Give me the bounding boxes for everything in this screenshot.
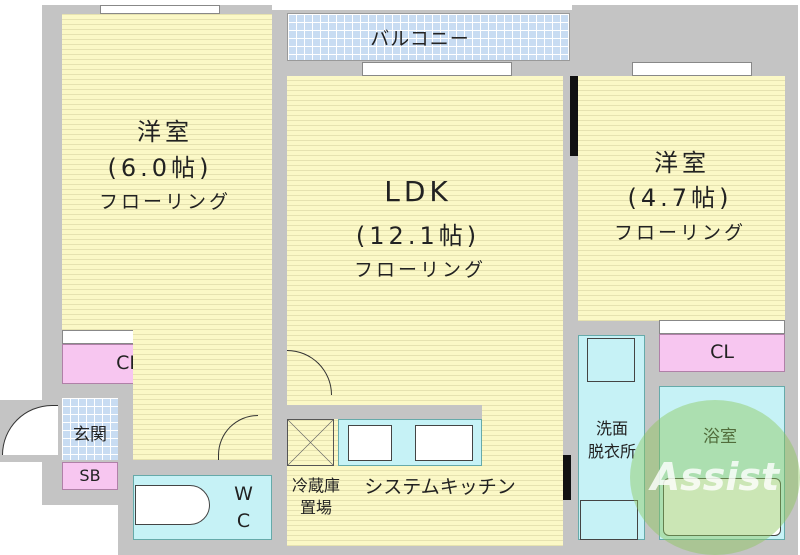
kitchen-label: システムキッチン [364, 476, 516, 498]
kitchen-wall [272, 405, 482, 419]
washroom-label-1: 洗面 [595, 419, 629, 438]
hallway [133, 330, 272, 460]
exterior-cutout [0, 505, 118, 555]
closet-label: CL [710, 341, 734, 363]
assist-logo-text: Assist [650, 455, 780, 499]
balcony-label: バルコニー [370, 28, 470, 50]
room-size: (4.7帖) [627, 184, 733, 212]
hallway-upper [210, 300, 272, 340]
stove-icon [348, 425, 392, 461]
entrance-label: 玄関 [73, 425, 107, 445]
shoe-box-label: SB [79, 466, 101, 485]
ldk-name: LDK [384, 175, 452, 208]
window-right-room[interactable] [632, 62, 752, 76]
window-ldk[interactable] [362, 62, 512, 76]
entrance [62, 398, 118, 460]
closet-right [659, 334, 785, 372]
closet-door[interactable] [659, 320, 785, 334]
toilet-label-w: W [234, 483, 256, 505]
exterior-top [272, 0, 572, 10]
fridge-space [287, 419, 334, 466]
sliding-door-black[interactable] [570, 76, 578, 156]
washroom [578, 335, 645, 540]
ldk-size: (12.1帖) [355, 222, 481, 250]
washing-machine-icon [587, 338, 635, 382]
room-size: (6.0帖) [107, 154, 213, 182]
sink-icon [415, 425, 473, 461]
ldk-floor: フローリング [353, 259, 487, 281]
window-left-room [100, 5, 220, 14]
shoe-box [62, 462, 118, 490]
ldk [287, 76, 563, 546]
western-room-right [578, 76, 785, 321]
room-name: 洋室 [654, 149, 710, 177]
assist-logo [630, 400, 800, 555]
fridge-label-2: 置場 [299, 498, 333, 517]
western-room-left [62, 14, 272, 330]
room-floor: フローリング [613, 222, 747, 244]
washbasin-icon [580, 500, 638, 540]
fridge-label-1: 冷蔵庫 [291, 476, 341, 495]
room-floor: フローリング [98, 191, 232, 213]
washroom-label-2: 脱衣所 [587, 442, 637, 461]
room-name: 洋室 [137, 118, 193, 146]
toilet-label-c: C [236, 510, 254, 532]
sliding-door-black[interactable] [563, 455, 571, 500]
balcony [287, 13, 570, 61]
toilet-icon [135, 485, 210, 525]
bathtub-icon [663, 478, 781, 536]
bathroom-label: 浴室 [703, 427, 737, 447]
